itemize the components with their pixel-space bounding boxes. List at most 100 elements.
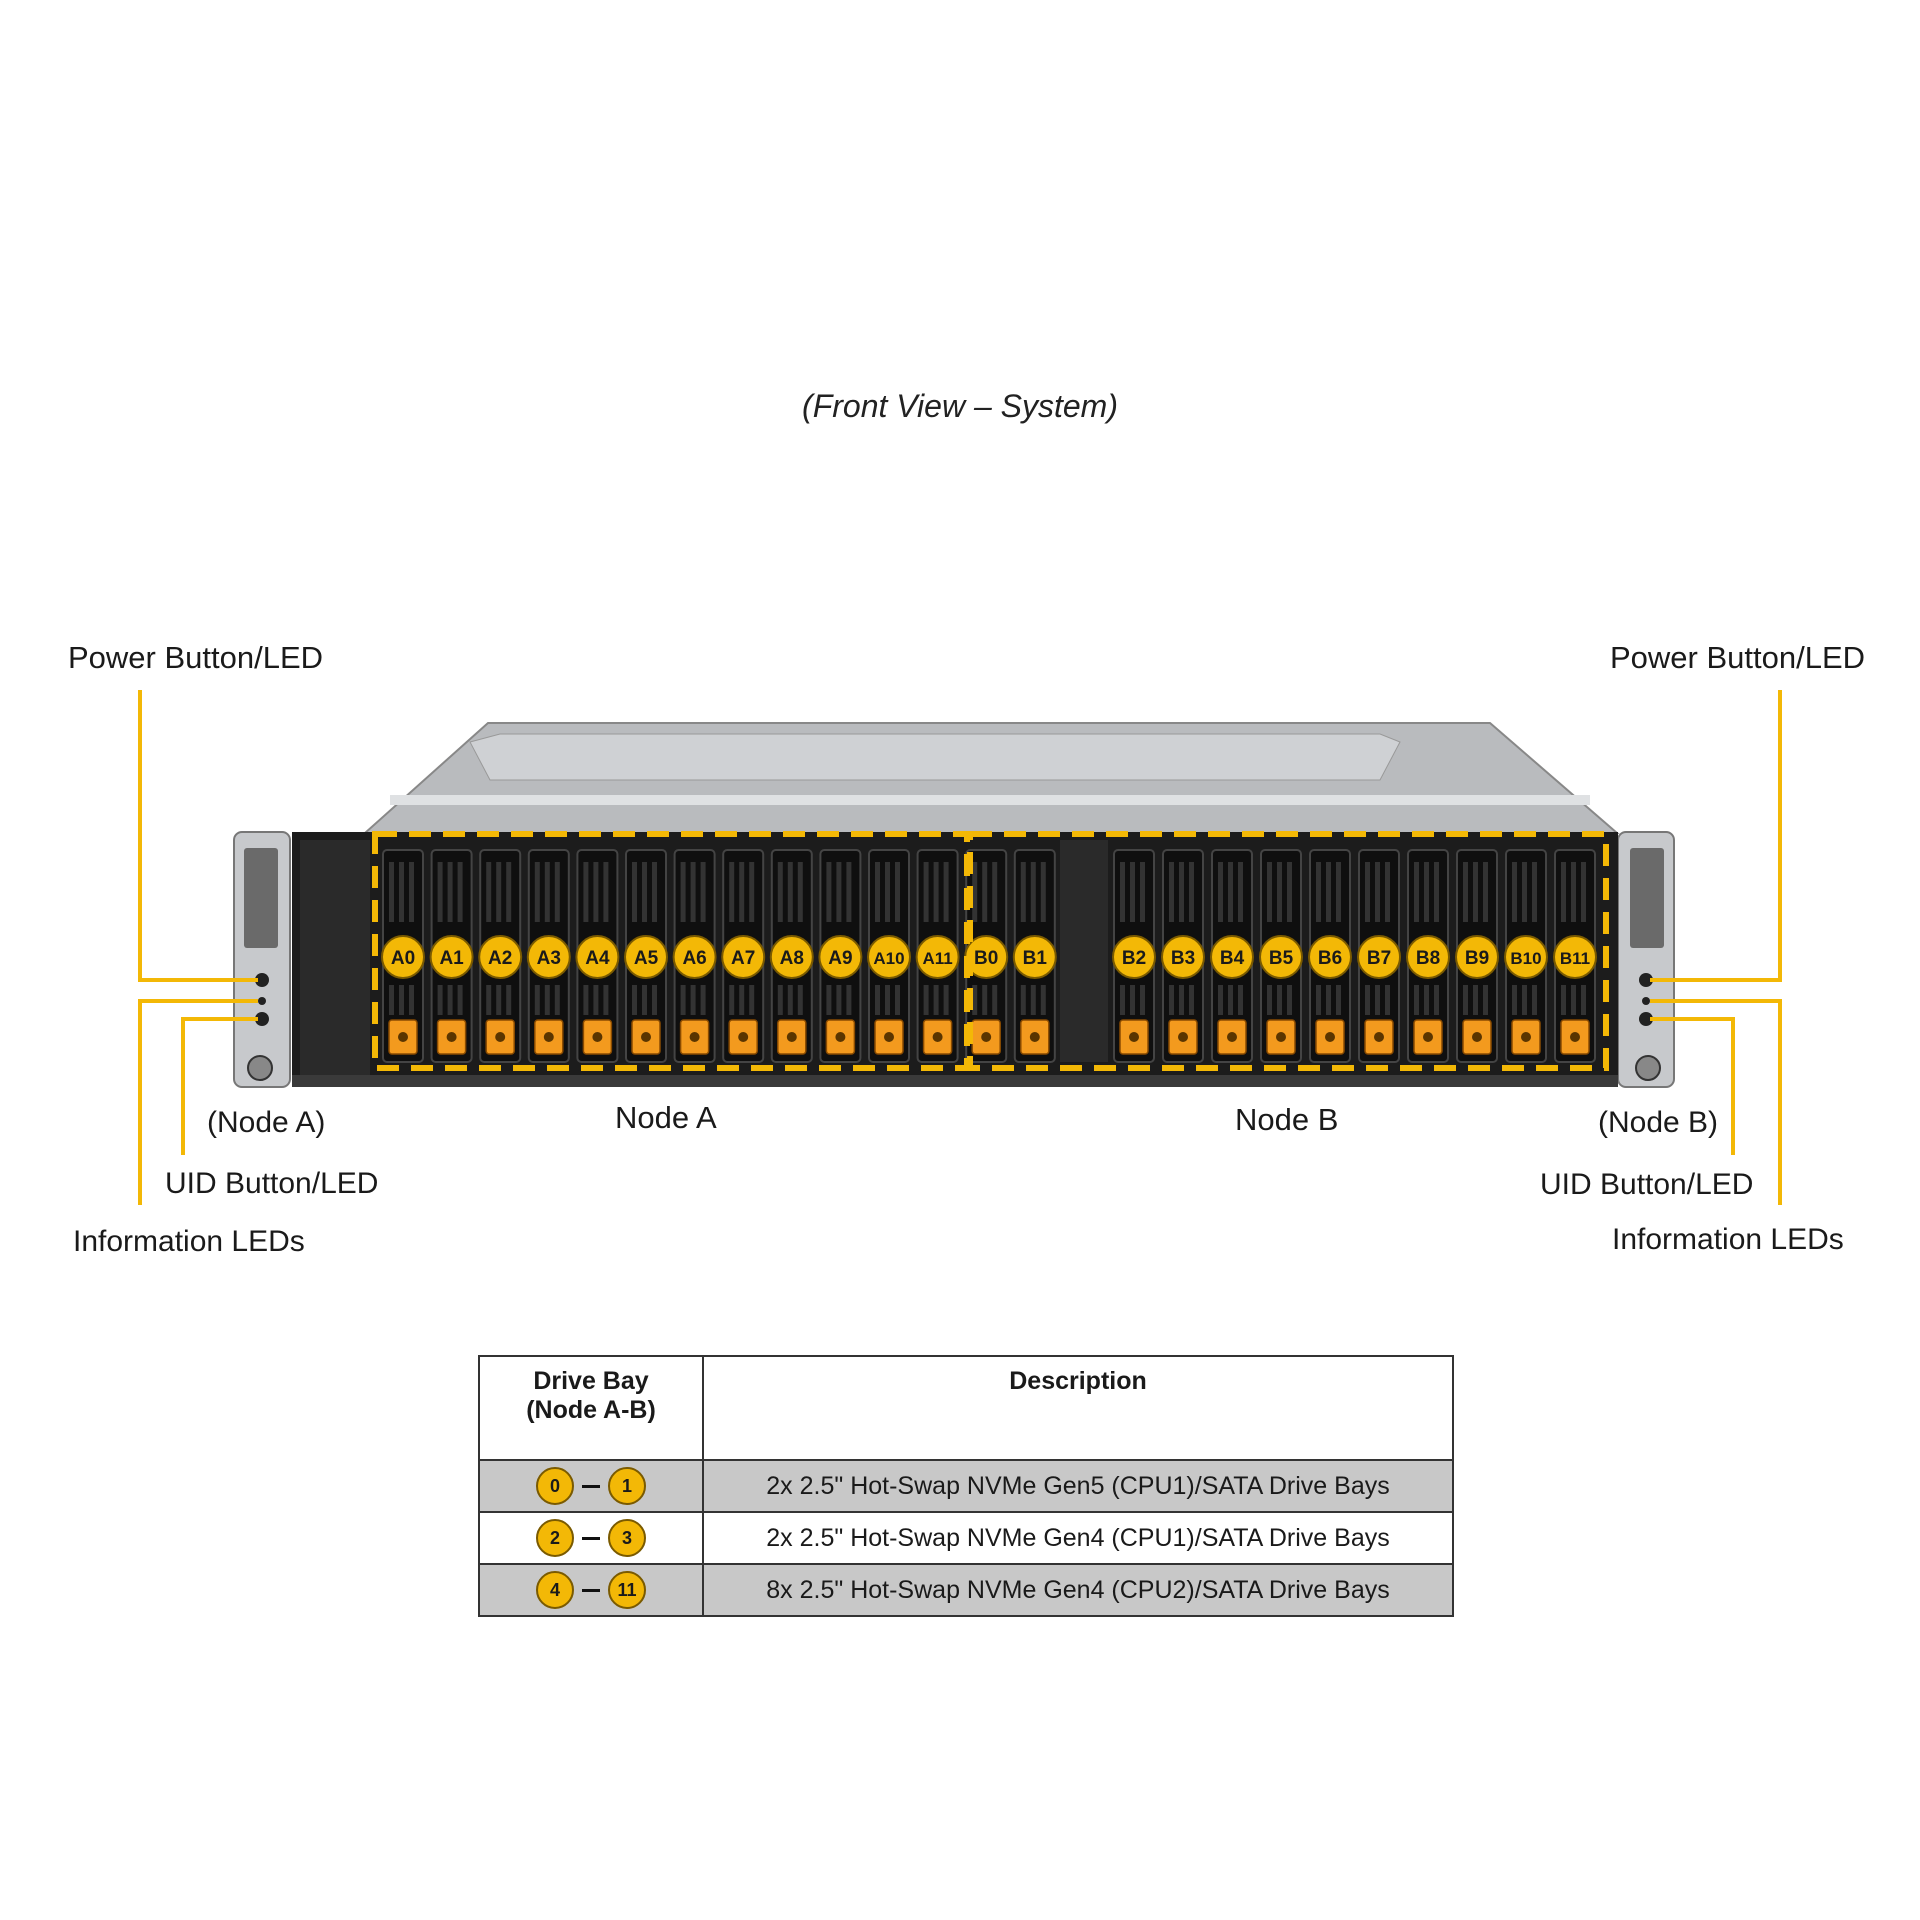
left-info-led-icon <box>258 997 266 1005</box>
bay-number-badge <box>915 935 960 979</box>
bay-number-label: B5 <box>1269 948 1294 969</box>
drive-bay[interactable]: A1 <box>429 849 474 1063</box>
drive-led-icon <box>1227 1032 1237 1042</box>
drive-bay[interactable]: B5 <box>1259 849 1303 1063</box>
bay-number-badge <box>769 935 814 979</box>
left-info-leader <box>138 999 258 1205</box>
bay-range-end-badge: 11 <box>608 1571 646 1609</box>
drive-led-icon <box>398 1032 408 1042</box>
right-uid-label: UID Button/LED <box>1540 1168 1753 1201</box>
drive-bay[interactable]: A6 <box>672 849 717 1063</box>
bay-number-label: B7 <box>1367 948 1391 969</box>
bay-number-badge <box>526 935 571 979</box>
node-b-bay-group-outline <box>967 831 1609 1071</box>
bay-number-label: B8 <box>1416 948 1440 969</box>
bay-number-label: B2 <box>1122 948 1146 969</box>
bay-range-start-badge: 0 <box>536 1467 574 1505</box>
bay-number-badge <box>381 935 425 979</box>
drive-bay[interactable]: B9 <box>1455 849 1499 1063</box>
drive-bay[interactable]: A9 <box>818 849 863 1063</box>
bay-number-label: A5 <box>634 948 659 969</box>
bay-number-badge <box>1406 935 1450 979</box>
table-header-description: Description <box>702 1355 1454 1461</box>
drive-bay[interactable]: A8 <box>769 849 814 1063</box>
drive-bay[interactable]: A11 <box>915 849 960 1063</box>
drive-bay[interactable]: A2 <box>478 849 523 1063</box>
bay-number-label: A9 <box>828 948 852 969</box>
bay-range-start-badge: 4 <box>536 1571 574 1609</box>
bay-number-label: A6 <box>682 948 706 969</box>
node-b-label: Node B <box>1235 1102 1338 1137</box>
bay-number-badge <box>1259 935 1303 979</box>
left-uid-leader <box>181 1017 258 1155</box>
drive-led-icon <box>786 1032 797 1042</box>
diagram-caption: (Front View – System) <box>802 388 1118 424</box>
right-power-leader <box>1650 690 1782 982</box>
bay-number-badge <box>575 935 620 979</box>
bay-range-end-badge: 1 <box>608 1467 646 1505</box>
bay-description: 8x 2.5" Hot-Swap NVMe Gen4 (CPU2)/SATA D… <box>702 1563 1454 1617</box>
drive-bay[interactable]: B3 <box>1161 849 1205 1063</box>
drive-bay[interactable]: B1 <box>1012 849 1057 1063</box>
right-info-label: Information LEDs <box>1612 1223 1844 1256</box>
right-thumbscrew-icon <box>1635 1055 1661 1081</box>
bay-number-label: A2 <box>488 948 512 969</box>
left-info-label: Information LEDs <box>73 1225 305 1258</box>
table-row: 4 11 8x 2.5" Hot-Swap NVMe Gen4 (CPU2)/SA… <box>478 1563 1454 1617</box>
drive-led-icon <box>1325 1032 1335 1042</box>
drive-bay[interactable]: A4 <box>575 849 620 1063</box>
left-power-button-icon <box>255 973 269 987</box>
bay-number-label: A3 <box>537 948 561 969</box>
drive-bay[interactable]: B7 <box>1357 849 1401 1063</box>
drive-bay[interactable]: B2 <box>1112 849 1156 1063</box>
node-a-bay-group-outline <box>372 831 970 1071</box>
bay-range-start-badge: 2 <box>536 1519 574 1557</box>
drive-bay[interactable]: B11 <box>1553 849 1597 1063</box>
drive-bay[interactable]: B4 <box>1210 849 1254 1063</box>
drive-led-icon <box>981 1032 992 1042</box>
bay-number-label: B6 <box>1318 948 1342 969</box>
drive-led-icon <box>1276 1032 1286 1042</box>
table-header-drive-bay: Drive Bay (Node A-B) <box>478 1355 704 1461</box>
bay-label-strip <box>292 1075 1618 1087</box>
center-vent-grille <box>1060 840 1108 1062</box>
bay-number-badge <box>867 935 911 979</box>
bay-number-label: A1 <box>439 948 464 969</box>
drive-led-icon <box>1521 1032 1531 1042</box>
drive-led-icon <box>932 1032 943 1042</box>
right-uid-button-icon <box>1639 1012 1653 1026</box>
drive-led-icon <box>641 1032 651 1042</box>
bay-number-badge <box>1553 935 1597 979</box>
drive-bay[interactable]: B6 <box>1308 849 1352 1063</box>
right-brand-badge <box>1630 848 1664 948</box>
bay-description: 2x 2.5" Hot-Swap NVMe Gen4 (CPU1)/SATA D… <box>702 1511 1454 1565</box>
bay-number-badge <box>478 935 523 979</box>
drive-bay[interactable]: A5 <box>624 849 668 1063</box>
drive-bay[interactable]: A0 <box>381 849 425 1063</box>
drive-bay[interactable]: A3 <box>526 849 571 1063</box>
drive-led-icon <box>689 1032 700 1042</box>
drive-bay[interactable]: A7 <box>721 849 766 1063</box>
bay-number-label: B3 <box>1171 948 1195 969</box>
drive-led-icon <box>1029 1032 1040 1042</box>
drive-led-icon <box>446 1032 457 1042</box>
right-power-button-icon <box>1639 973 1653 987</box>
drive-led-icon <box>1472 1032 1482 1042</box>
drive-bay[interactable]: A10 <box>867 849 911 1063</box>
bay-number-badge <box>624 935 668 979</box>
left-brand-badge <box>244 848 278 948</box>
bay-number-label: B10 <box>1510 949 1541 968</box>
bay-number-badge <box>1210 935 1254 979</box>
bay-number-badge <box>1357 935 1401 979</box>
drive-led-icon <box>1178 1032 1188 1042</box>
drive-led-icon <box>495 1032 506 1042</box>
left-thumbscrew-icon <box>247 1055 273 1081</box>
bay-number-badge <box>1161 935 1205 979</box>
drive-bay[interactable]: B8 <box>1406 849 1450 1063</box>
drive-led-icon <box>884 1032 894 1042</box>
left-power-leader <box>138 690 258 982</box>
bay-number-badge <box>1504 935 1548 979</box>
drive-bay[interactable]: B10 <box>1504 849 1548 1063</box>
